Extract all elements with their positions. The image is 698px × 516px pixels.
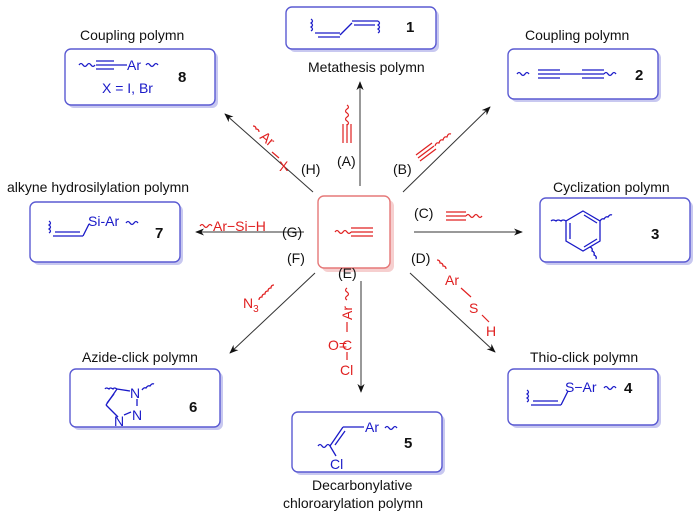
svg-text:Ar−Si−H: Ar−Si−H [213,218,266,234]
svg-text:Cl: Cl [340,362,353,378]
triazole-ring-icon: N N N [105,385,142,429]
svg-text:S−Ar: S−Ar [565,379,597,395]
svg-text:X = I, Br: X = I, Br [102,80,153,96]
route-label-d: (D) [411,250,430,266]
svg-text:Ar: Ar [445,272,459,288]
title-hydrosilylation: alkyne hydrosilylation polymn [7,179,189,195]
product-3-box: 3 [539,197,693,265]
title-coupling-8: Coupling polymn [80,27,184,43]
product-number-3: 3 [651,226,659,243]
product-6-box: N N N 6 [69,368,223,430]
svg-text:N: N [130,385,140,401]
product-number-4: 4 [624,380,633,397]
reagent-c [446,211,483,221]
svg-text:Si-Ar: Si-Ar [88,213,119,229]
svg-text:Ar: Ar [339,306,355,320]
svg-text:N: N [132,407,142,423]
svg-text:Ar: Ar [257,128,278,149]
title-thio-click: Thio-click polymn [530,349,638,365]
product-8-box: Ar X = I, Br 8 [64,48,218,108]
product-number-7: 7 [155,225,163,242]
route-label-h: (H) [301,161,320,177]
route-label-a: (A) [337,153,356,169]
svg-text:X: X [279,158,289,174]
reagent-a [342,104,352,143]
product-2-box: 2 [507,48,661,102]
product-7-box: Si-Ar 7 [29,201,183,265]
reagent-h: Ar X [252,125,289,174]
product-4-box: S−Ar 4 [507,368,661,428]
route-label-g: (G) [282,224,302,240]
title-metathesis: Metathesis polymn [308,59,425,75]
product-number-6: 6 [189,399,197,416]
svg-text:N3: N3 [243,295,259,315]
reagent-g: Ar−Si−H [199,218,266,234]
route-label-f: (F) [287,250,305,266]
title-cyclization: Cyclization polymn [553,179,670,195]
product-5-box: Ar Cl 5 [291,411,445,475]
reagent-b [415,133,452,162]
wavy-bond-icon [334,229,352,235]
product-number-8: 8 [178,69,186,86]
svg-text:S: S [469,300,478,316]
reagent-d: Ar S H [436,259,496,339]
product-number-2: 2 [635,67,643,84]
route-label-e: (E) [338,265,357,281]
title-decarbonylative-line2: chloroarylation polymn [283,495,423,511]
svg-text:C: C [342,337,352,353]
svg-text:Ar: Ar [127,57,141,73]
reagent-e: Ar O= C Cl [328,287,355,378]
svg-text:H: H [486,323,496,339]
svg-text:Ar: Ar [365,419,379,435]
svg-text:N: N [114,413,124,429]
product-number-5: 5 [404,435,412,452]
arrow-b [402,106,491,193]
product-number-1: 1 [406,19,414,36]
svg-text:O=: O= [328,337,347,353]
route-label-c: (C) [414,205,433,221]
arrow-f [229,272,316,354]
title-coupling-2: Coupling polymn [525,27,629,43]
title-decarbonylative-line1: Decarbonylative [312,477,413,493]
reagent-f: N3 [243,284,275,315]
arrow-h [224,113,314,193]
arrow-d [409,272,496,353]
center-monomer [317,195,394,272]
product-1-box: 1 [285,6,439,52]
title-azide-click: Azide-click polymn [82,349,198,365]
route-label-b: (B) [393,161,412,177]
svg-text:Cl: Cl [330,456,343,472]
triple-bond-icon [351,227,373,237]
